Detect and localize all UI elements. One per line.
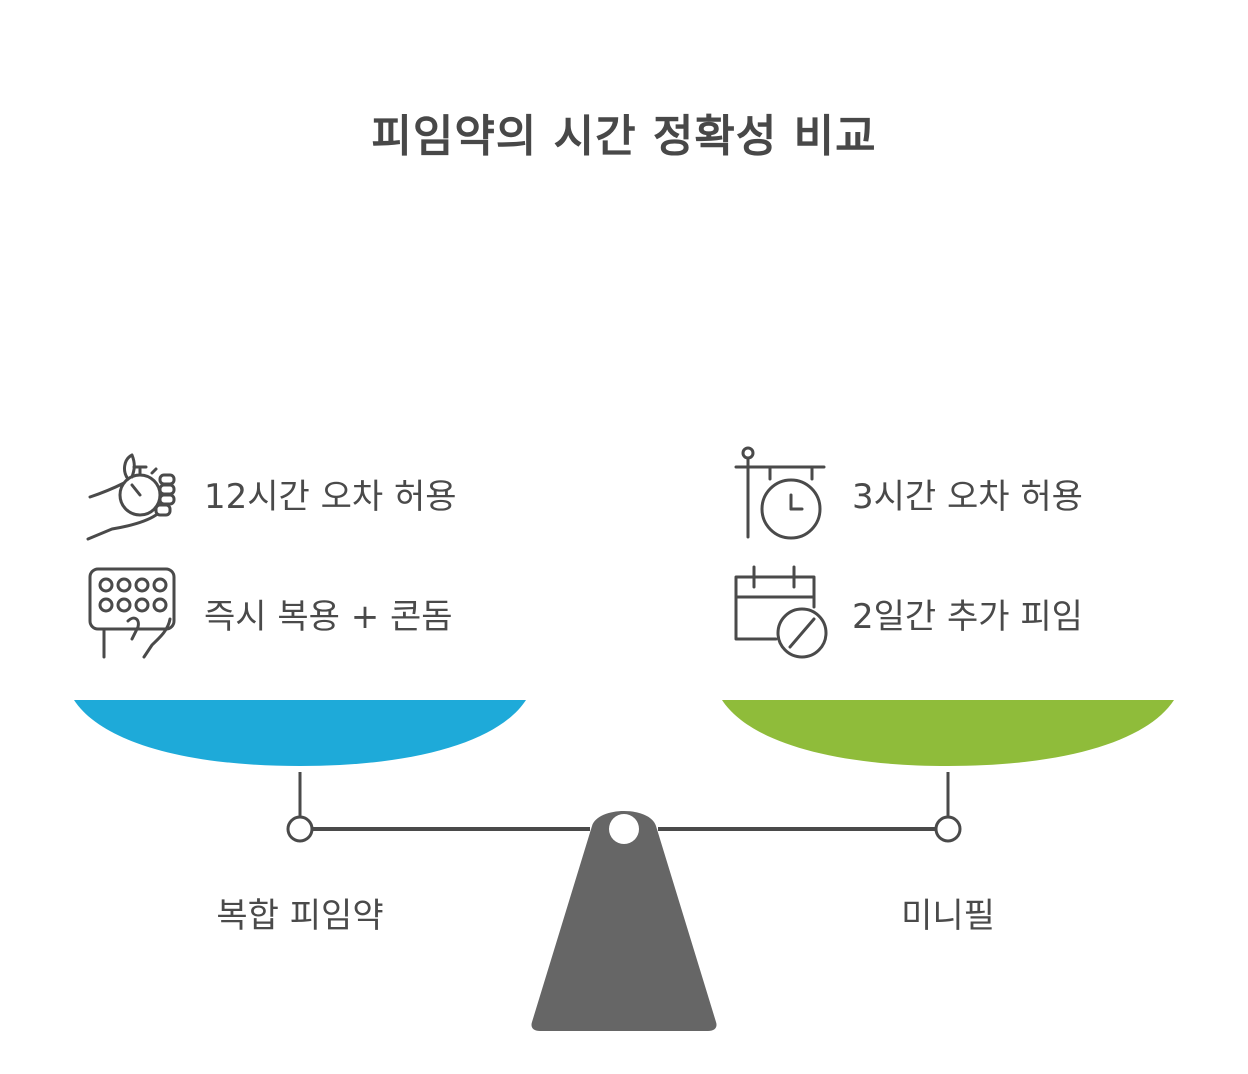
left-item-2-label: 즉시 복용 + 콘돔: [204, 596, 453, 637]
calendar-no-icon: [734, 565, 828, 659]
pill-blister-pack-icon: [88, 567, 176, 659]
left-item-2: 즉시 복용 + 콘돔: [84, 565, 453, 661]
right-pan-label: 미니필: [901, 896, 995, 936]
right-item-1-label: 3시간 오차 허용: [852, 476, 1083, 517]
hanging-clock-sign-icon: [734, 446, 826, 540]
right-pan: [722, 700, 1174, 766]
left-pan-label: 복합 피임약: [216, 896, 384, 936]
right-item-2-label: 2일간 추가 피임: [852, 596, 1083, 637]
left-item-1-label: 12시간 오차 허용: [204, 476, 457, 517]
right-pivot: [934, 815, 962, 843]
left-pivot: [286, 815, 314, 843]
right-item-1: 3시간 오차 허용: [732, 445, 1083, 541]
fulcrum-hole: [609, 814, 639, 844]
left-item-1: 12시간 오차 허용: [84, 445, 457, 541]
fulcrum: [531, 811, 717, 1031]
hand-stopwatch-icon: [86, 453, 176, 541]
right-item-2: 2일간 추가 피임: [732, 565, 1083, 661]
diagram-title: 피임약의 시간 정확성 비교: [371, 111, 877, 162]
left-pan: [74, 700, 526, 766]
